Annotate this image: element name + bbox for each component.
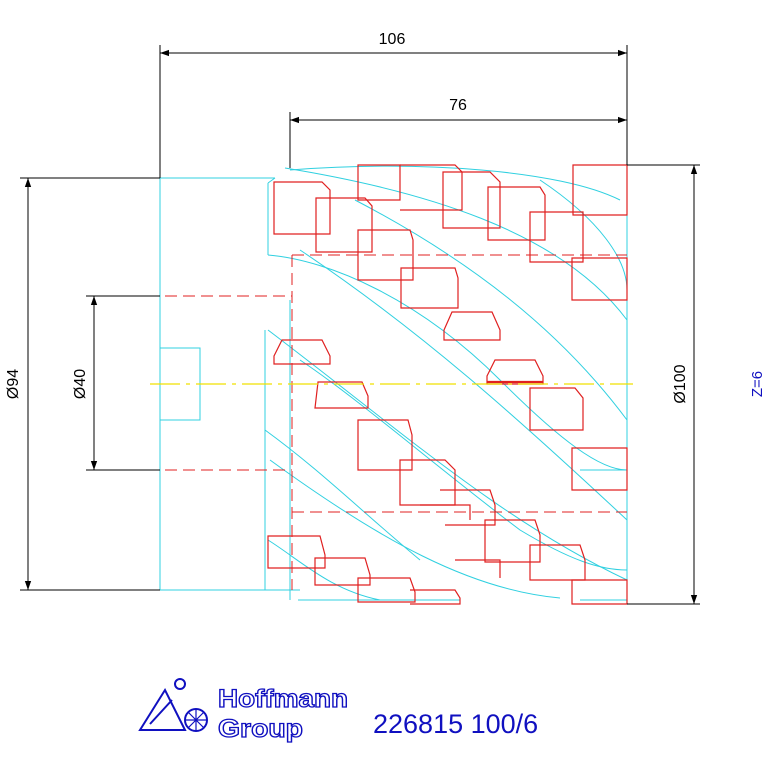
overall-length-label: 106 (379, 31, 406, 48)
logo-word-group: Group (218, 715, 303, 743)
tool-body (159, 165, 628, 601)
bore-diameter-label: Ø40 (72, 369, 89, 399)
logo-word-hoffmann: Hoffmann (218, 685, 348, 713)
hoffmann-group-logo: Hoffmann Group (138, 678, 349, 744)
cutting-diameter-label: Ø100 (672, 364, 689, 403)
dimension-lines (20, 45, 700, 605)
teeth-count-label: Z=6 (749, 371, 766, 397)
logo-emblem-icon (138, 678, 208, 732)
hidden-lines (165, 254, 627, 590)
part-number: 226815 100/6 (373, 709, 538, 739)
body-diameter-label: Ø94 (5, 369, 22, 399)
cutting-length-label: 76 (449, 97, 467, 114)
